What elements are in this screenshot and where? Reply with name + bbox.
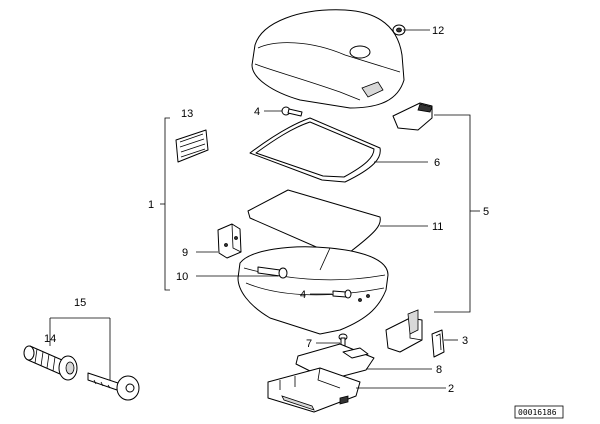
callout-6: 6 [434,157,440,169]
reference-number: 00016186 [514,405,564,419]
inner-panel-part [247,189,381,254]
base-plate-part [267,367,361,413]
callout-15: 15 [74,297,86,309]
callout-2: 2 [448,383,454,395]
callout-9: 9 [182,247,188,259]
callout-11: 11 [432,221,443,233]
clip-part [431,329,445,358]
leader-lines [49,29,480,389]
callout-10: 10 [176,271,188,283]
callout-4-lower: 4 [300,289,306,301]
lid-part [251,9,405,109]
callout-14: 14 [44,333,56,345]
key-part [87,372,140,401]
screw-10-part [257,266,288,279]
label-plate-part [175,129,209,163]
catch-upper-part [392,102,433,131]
callout-4-upper: 4 [254,106,260,118]
small-screw-part [338,333,348,347]
seal-part [249,117,381,183]
hinge-part [217,223,242,259]
callout-8: 8 [436,364,442,376]
reference-number-text: 00016186 [518,408,557,417]
callout-13: 13 [181,108,193,120]
screw-lower-part [332,289,352,299]
screw-upper-part [281,106,303,117]
callout-3: 3 [462,335,468,347]
callout-5: 5 [483,206,489,218]
callout-12: 12 [432,25,444,37]
callout-7: 7 [306,338,312,350]
lock-cylinder-part [23,345,78,381]
callout-1: 1 [148,199,154,211]
base-part [237,246,389,335]
catch-lower-part [385,309,423,353]
